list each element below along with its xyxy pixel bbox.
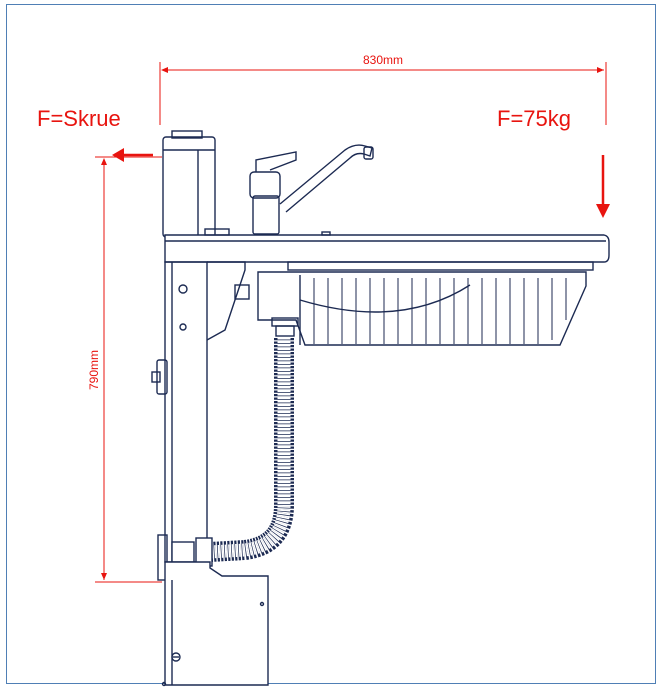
height-dimension-label: 790mm [87,350,101,390]
left-force-arrow [112,148,153,162]
height-dimension [95,156,162,583]
right-force-arrow [596,155,610,218]
width-dimension [159,62,607,125]
diagram-frame [6,4,656,684]
basket-grid [305,278,567,346]
countertop [164,228,610,271]
drain-fitting [271,317,299,337]
drain-hose [209,338,294,562]
faucet [249,144,374,235]
vertical-rail [151,261,250,563]
sink-basin [257,271,587,346]
wall-panel [162,130,216,238]
width-dimension-label: 830mm [363,53,403,67]
sink-unit-drawing [151,130,610,563]
left-force-label: F=Skrue [37,106,121,131]
lower-assembly [157,534,269,687]
right-force-label: F=75kg [497,106,571,131]
